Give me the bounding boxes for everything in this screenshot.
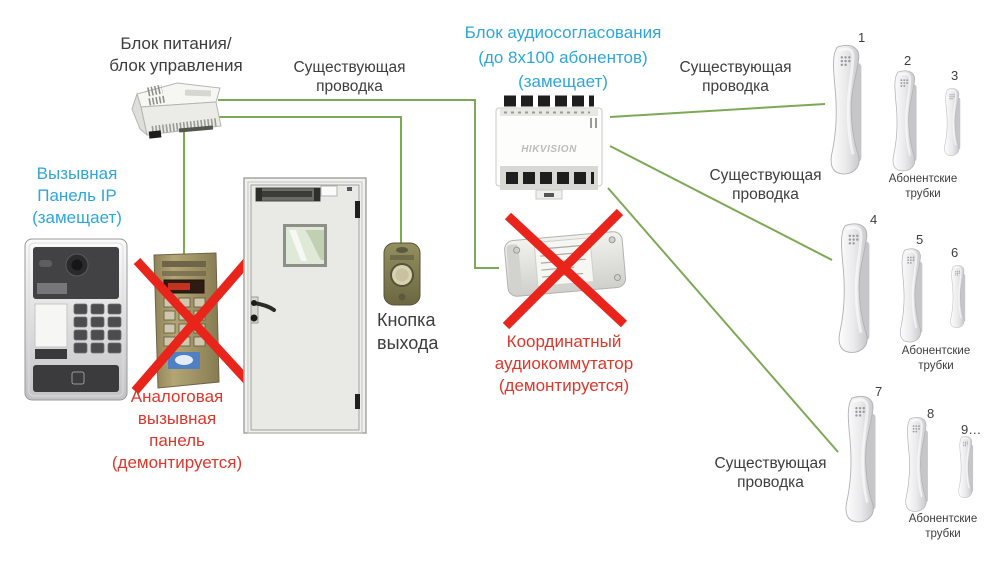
label-wiring-top-center: Существующая проводка bbox=[293, 59, 406, 95]
power-supply-unit bbox=[131, 82, 222, 139]
label-wiring-bottom-right: Существующая проводка bbox=[714, 455, 827, 491]
audio-unit-device: HIKVISION bbox=[495, 95, 603, 200]
label-wiring-top-right: Существующая проводка bbox=[679, 59, 792, 95]
red-cross-icon bbox=[131, 254, 257, 394]
label-exit-button: Кнопка выхода bbox=[377, 310, 439, 354]
label-ip-panel: Вызывная Панель IP (замещает) bbox=[32, 164, 122, 228]
ip-panel-device bbox=[24, 238, 128, 401]
wire-to-handset-group-1 bbox=[609, 103, 826, 118]
wire-power-to-switch bbox=[218, 99, 499, 269]
red-cross-icon bbox=[502, 208, 628, 330]
exit-button-device bbox=[383, 242, 421, 306]
hikvision-logo: HIKVISION bbox=[521, 144, 577, 155]
door-image bbox=[243, 177, 367, 434]
label-analog-panel: Аналоговая вызывная панель (демонтируетс… bbox=[111, 387, 243, 473]
wire-to-handset-group-2 bbox=[609, 145, 833, 261]
wire-power-to-exit-button bbox=[218, 116, 402, 244]
label-wiring-mid-right: Существующая проводка bbox=[709, 167, 822, 203]
label-power-unit: Блок питания/ блок управления bbox=[109, 34, 243, 76]
label-audio-unit: Блок аудиосогласования (до 8х100 абонент… bbox=[464, 23, 662, 92]
wire-to-handset-group-3 bbox=[607, 187, 839, 453]
label-coordinate-switch: Координатный аудиокоммутатор (демонтируе… bbox=[494, 332, 634, 396]
